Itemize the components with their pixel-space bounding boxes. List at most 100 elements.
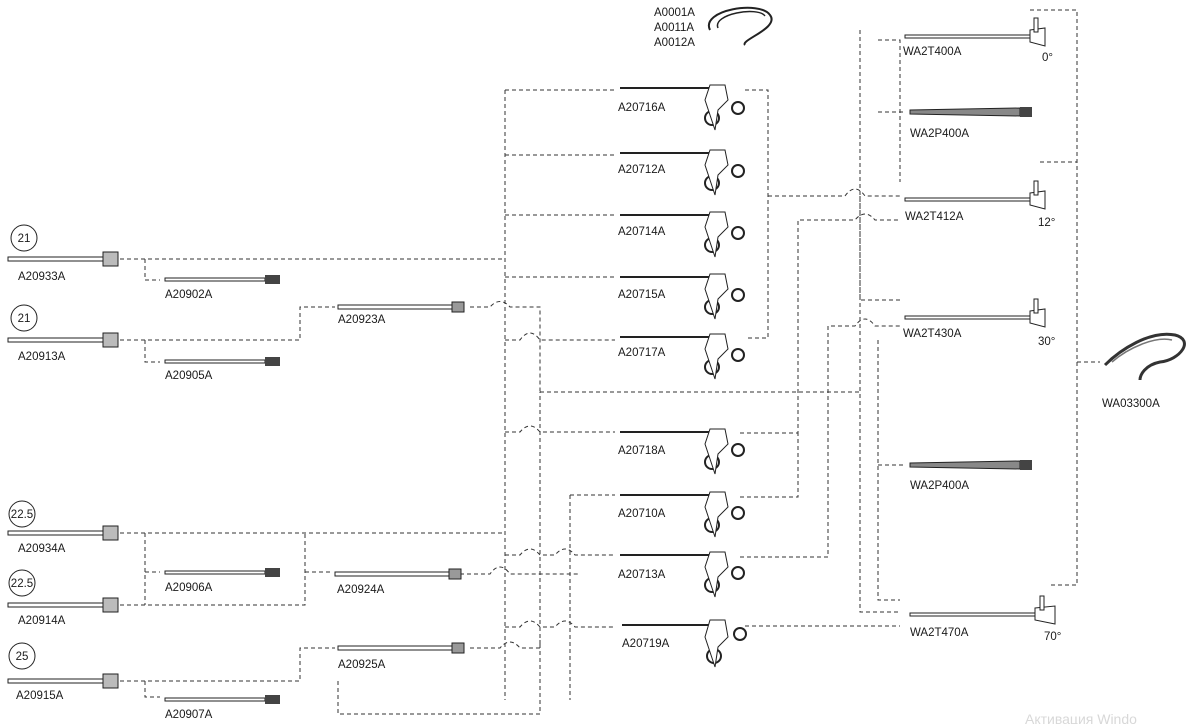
connector-lines [120,9,1100,715]
inner-sheath-tube [337,645,454,651]
working-element-group-9: A20719A [622,619,747,668]
sheath-size-label: 22.5 [11,509,33,521]
telescope-shaft [904,34,1031,39]
inner-sheath-tube [337,304,454,310]
obturator-code-label: A20902A [165,289,213,301]
sheath-size-label: 25 [16,651,29,663]
telescope-light-post [1039,595,1045,611]
light-cable-group: WA03300A [1102,332,1186,410]
protector-cap [1020,107,1032,117]
working-element-group-3: A20714A [618,211,745,258]
sheath-size-label: 22.5 [11,578,33,590]
working-element-code-label: A20712A [618,164,666,176]
working-element-body [704,551,729,598]
obturator-rod [164,359,266,364]
working-element-group-7: A20710A [618,491,745,538]
obturator-code-label: A20905A [165,370,213,382]
telescope-shaft [909,612,1036,617]
obturator-handle [265,357,280,366]
sheath-head [102,251,119,267]
sheath-tube [7,530,104,536]
obturator-rod [164,697,266,702]
sheath-group-4: 22.5 A20914A [7,569,119,627]
size-badge [10,304,38,332]
working-element-code-label: A20716A [618,102,666,114]
working-element-body [704,619,729,668]
obturator-handle [265,275,280,284]
cable-code-label: A0011A [654,22,694,34]
obturator-code-label: A20906A [165,582,213,594]
light-cable-code-label: WA03300A [1102,398,1160,410]
protector-tube [909,460,1021,470]
sheath-head [102,597,119,613]
sheath-tube [7,256,104,262]
sheath-group-3: 22.5 A20934A [7,500,119,555]
working-element-body [704,333,729,380]
sheath-code-label: A20915A [16,690,64,702]
sheath-head [102,332,119,348]
size-badge [8,500,36,528]
working-element-code-label: A20719A [622,638,670,650]
telescope-group-2: WA2T412A 12° [904,180,1055,229]
sheath-code-label: A20913A [18,351,66,363]
light-cable-coil [1103,332,1186,381]
inner-sheath-group-2: A20924A [334,568,462,596]
cable-coil [717,10,766,29]
telescope-eyepiece [1034,605,1056,625]
obturator-group-4: A20907A [164,695,280,721]
inner-sheath-code-label: A20924A [337,584,385,596]
telescope-light-post [1033,298,1039,314]
protector-code-label: WA2P400A [910,128,969,140]
inner-sheath-code-label: A20923A [338,314,386,326]
telescope-light-post [1033,180,1039,196]
working-element-code-label: A20714A [618,226,666,238]
working-element-group-2: A20712A [618,149,745,196]
telescope-code-label: WA2T412A [905,211,964,223]
working-element-body [704,211,729,258]
telescope-group-3: WA2T430A 30° [903,298,1055,348]
inner-sheath-head [451,301,465,313]
working-element-code-label: A20718A [618,445,666,457]
sheath-tube [7,602,104,608]
working-element-ring [731,164,745,178]
sheath-group-2: 21 A20913A [7,304,119,363]
working-element-ring [731,101,745,115]
telescope-code-label: WA2T430A [903,328,962,340]
protector-cap [1020,460,1032,470]
inner-sheath-code-label: A20925A [338,659,386,671]
working-element-group-8: A20713A [618,551,745,598]
telescope-code-label: WA2T470A [910,627,969,639]
obturator-code-label: A20907A [165,709,213,721]
obturator-handle [265,568,280,577]
size-badge [8,642,36,670]
telescope-shaft [904,315,1031,320]
cable-group: A0001A A0011A A0012A [654,6,773,49]
obturator-group-3: A20906A [164,568,280,594]
protector-group-2: WA2P400A [909,460,1032,492]
telescope-group-1: WA2T400A 0° [903,17,1053,64]
sheath-code-label: A20934A [18,543,66,555]
working-element-code-label: A20713A [618,569,666,581]
obturator-group-1: A20902A [164,275,280,301]
telescope-angle-label: 70° [1044,631,1061,643]
working-element-ring [733,627,747,641]
obturator-rod [164,277,266,282]
working-element-body [704,84,729,131]
working-element-body [704,491,729,538]
cable-code-label: A0012A [654,37,695,49]
working-element-ring [731,348,745,362]
working-element-ring [731,226,745,240]
obturator-rod [164,570,266,575]
working-element-group-1: A20716A [618,84,745,131]
working-element-body [704,428,729,475]
sheath-code-label: A20914A [18,615,66,627]
telescope-angle-label: 12° [1038,217,1055,229]
inner-sheath-head [451,642,465,654]
working-element-body [704,149,729,196]
cable-coil [707,6,773,46]
inner-sheath-head [448,568,462,580]
telescope-light-post [1033,17,1039,33]
working-element-body [704,273,729,320]
sheath-head [102,673,119,689]
